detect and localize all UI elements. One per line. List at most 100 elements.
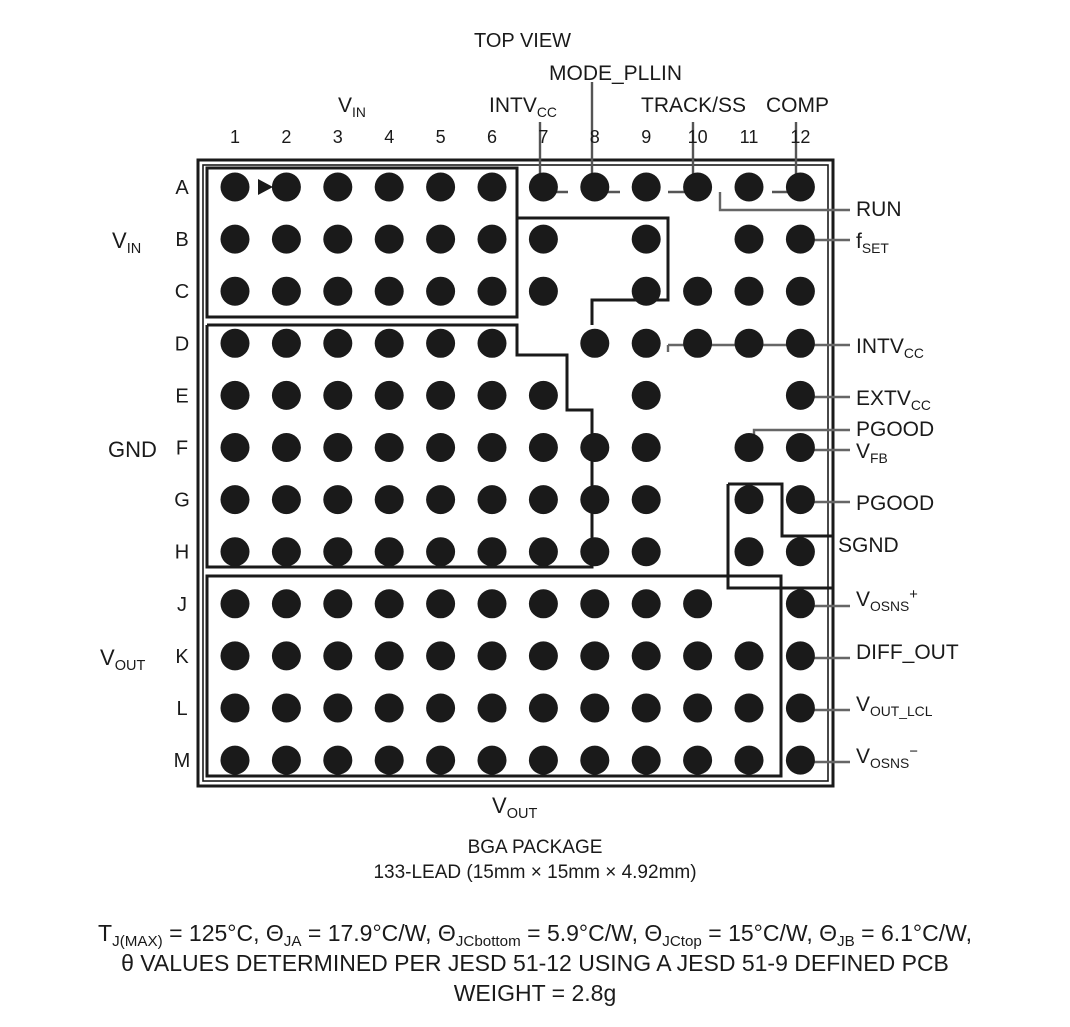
ball-H8 <box>580 537 610 567</box>
theta-jct-base: Θ <box>644 920 663 946</box>
theta-jb-sub: JB <box>837 933 855 950</box>
ball-L6 <box>477 693 507 723</box>
vin-left-label: VIN <box>112 228 141 257</box>
ball-A12 <box>785 172 815 202</box>
row-label-D: D <box>175 333 189 355</box>
ball-C3 <box>323 276 353 306</box>
vosns-minus-sup: − <box>909 744 918 760</box>
ball-A10 <box>683 172 713 202</box>
ball-K5 <box>426 641 456 671</box>
ball-H9 <box>631 537 661 567</box>
ball-B2 <box>271 224 301 254</box>
ball-J10 <box>683 589 713 619</box>
ball-J2 <box>271 589 301 619</box>
ball-L5 <box>426 693 456 723</box>
ball-M8 <box>580 745 610 775</box>
ball-M2 <box>271 745 301 775</box>
eq2: = <box>301 920 328 946</box>
fset-base: f <box>856 230 862 253</box>
ball-H3 <box>323 537 353 567</box>
ball-M4 <box>374 745 404 775</box>
ball-B5 <box>426 224 456 254</box>
ball-G4 <box>374 485 404 515</box>
package-body-outline <box>196 158 835 788</box>
ball-K8 <box>580 641 610 671</box>
sgnd-group-box <box>726 482 835 590</box>
ball-D1 <box>220 328 250 358</box>
theta-jb-base: Θ <box>819 920 837 946</box>
ball-B9 <box>631 224 661 254</box>
sep4: , <box>806 920 820 946</box>
mode-pllin-text: MODE_PLLIN <box>549 62 683 85</box>
ball-G3 <box>323 485 353 515</box>
ball-D5 <box>426 328 456 358</box>
row-label-L: L <box>176 698 187 720</box>
ball-J3 <box>323 589 353 619</box>
pgood-top-label: PGOOD <box>856 418 934 442</box>
ball-B3 <box>323 224 353 254</box>
tj-max-num: 125°C <box>188 920 254 946</box>
vout-lcl-label: VOUT_LCL <box>856 693 933 719</box>
sgnd-text: SGND <box>838 534 899 557</box>
ball-L8 <box>580 693 610 723</box>
eq5: = <box>854 920 881 946</box>
extvcc-sub: CC <box>910 397 931 413</box>
vout-bottom-label: VOUT <box>492 793 538 822</box>
comp-label: COMP <box>766 94 829 118</box>
ball-D10 <box>683 328 713 358</box>
leader-run <box>718 192 850 212</box>
ball-L9 <box>631 693 661 723</box>
fset-sub: SET <box>861 240 889 256</box>
column-label-2: 2 <box>281 127 291 147</box>
ball-C12 <box>785 276 815 306</box>
ball-A7 <box>528 172 558 202</box>
column-label-4: 4 <box>384 127 394 147</box>
diff-out-label: DIFF_OUT <box>856 641 959 665</box>
vosns-plus-sub: OSNS <box>870 598 910 614</box>
column-label-7: 7 <box>538 127 548 147</box>
ball-F12 <box>785 433 815 462</box>
vout-bottom-sub: OUT <box>506 806 538 822</box>
thermal-spec-line-2: θ VALUES DETERMINED PER JESD 51-12 USING… <box>121 950 949 976</box>
ball-J4 <box>374 589 404 619</box>
package-dimensions: 133-LEAD (15mm × 15mm × 4.92mm) <box>373 862 697 883</box>
tj-max-value: = <box>162 920 189 946</box>
ball-E3 <box>323 380 353 410</box>
ball-C7 <box>528 276 558 306</box>
vfb-base: V <box>856 440 871 463</box>
ball-C6 <box>477 276 507 306</box>
vout-bottom-base: V <box>492 793 507 818</box>
ball-E5 <box>426 380 456 410</box>
fset-label: fSET <box>856 230 889 256</box>
ball-L12 <box>785 693 815 723</box>
gnd-left-base: GND <box>108 437 157 462</box>
vout-lcl-sub: OUT_LCL <box>870 703 933 719</box>
ball-M3 <box>323 745 353 775</box>
column-label-1: 1 <box>230 127 240 147</box>
column-label-5: 5 <box>436 127 446 147</box>
vin-group-box <box>205 166 519 319</box>
ball-E7 <box>528 380 558 410</box>
ball-B6 <box>477 224 507 254</box>
ball-A5 <box>426 172 456 202</box>
ball-M11 <box>734 745 764 775</box>
weight-spec: WEIGHT = 2.8g <box>453 980 617 1006</box>
ball-C11 <box>734 276 764 306</box>
pgood-text: PGOOD <box>856 492 935 515</box>
ball-H4 <box>374 537 404 567</box>
ball-J7 <box>528 589 558 619</box>
ball-L7 <box>528 693 558 723</box>
vin-top-base: V <box>338 94 353 117</box>
ball-E4 <box>374 380 404 410</box>
vosns-plus-sup: + <box>909 587 918 603</box>
theta-jb-value: 6.1°C/W <box>880 920 966 946</box>
comp-text: COMP <box>766 94 829 117</box>
theta-jcb-value: 5.9°C/W <box>546 920 632 946</box>
column-label-6: 6 <box>487 127 497 147</box>
package-outline-group <box>196 158 835 788</box>
sep3: , <box>631 920 645 946</box>
column-label-3: 3 <box>333 127 343 147</box>
ball-K11 <box>734 641 764 671</box>
mid-group-box-upper <box>517 216 670 325</box>
